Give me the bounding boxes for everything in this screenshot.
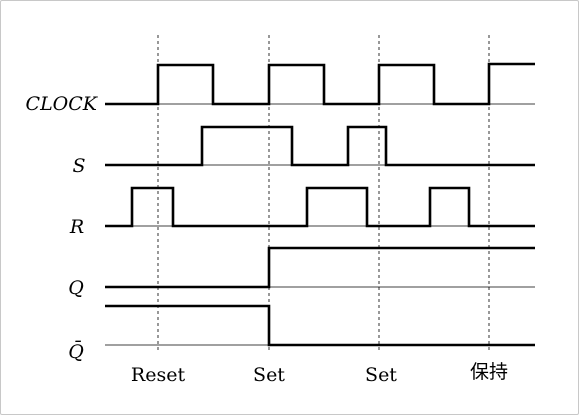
signal-label-q: Q <box>68 277 84 299</box>
waveforms <box>105 62 535 347</box>
r-waveform <box>105 186 535 228</box>
time-markers <box>157 35 490 351</box>
clock-waveform <box>105 62 535 106</box>
phase-label-1: Reset <box>131 364 186 386</box>
s-waveform <box>105 125 535 167</box>
phase-label-3: Set <box>365 364 397 386</box>
q-waveform <box>105 246 535 289</box>
qbar-waveform <box>105 304 535 347</box>
phase-label-2: Set <box>253 364 285 386</box>
signal-label-s: S <box>72 155 85 177</box>
phase-label-4: 保持 <box>470 361 508 383</box>
signal-label-r: R <box>69 216 84 238</box>
baselines <box>105 103 535 346</box>
signal-label-qbar: Q̄ <box>68 340 84 363</box>
signal-label-clock: CLOCK <box>26 93 99 115</box>
